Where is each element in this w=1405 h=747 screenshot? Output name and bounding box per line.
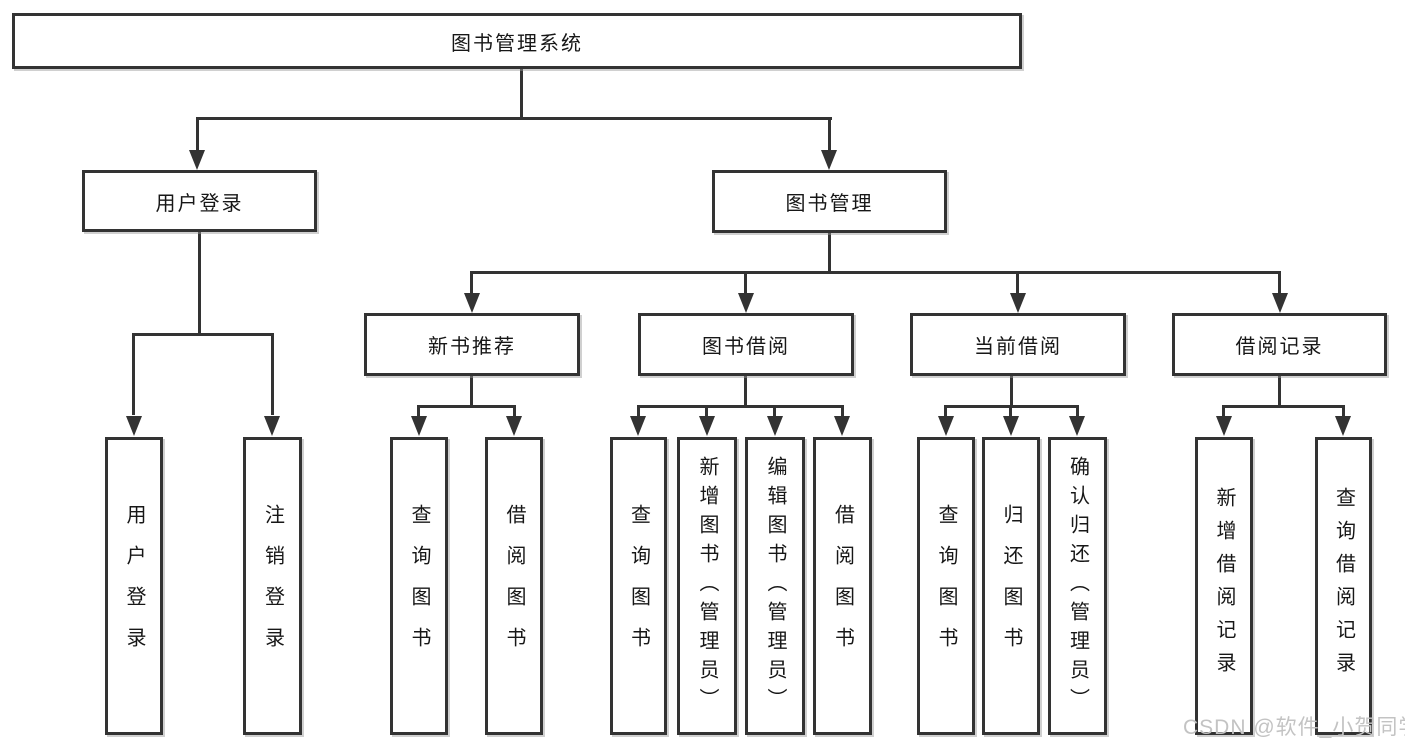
leaf-newbook-query: 查询图书 xyxy=(390,437,448,735)
connector-user-login-stem xyxy=(198,232,201,336)
leaf-borrow-add-admin-label: 新增图书（管理员） xyxy=(696,455,718,717)
node-borrow-records: 借阅记录 xyxy=(1172,313,1387,376)
connector-to-borrow-records xyxy=(1278,271,1281,293)
connector-user-login-branch xyxy=(132,333,274,336)
node-user-login-label: 用户登录 xyxy=(155,192,244,215)
connector-to-bb-query xyxy=(637,405,640,417)
arrow-to-book-borrow xyxy=(738,293,754,313)
arrow-to-cb-return xyxy=(1003,416,1019,436)
arrow-to-cb-query xyxy=(938,416,954,436)
node-book-borrow-label: 图书借阅 xyxy=(702,336,790,358)
leaf-borrow-borrow: 借阅图书 xyxy=(813,437,872,735)
connector-to-leaf-user-login xyxy=(132,333,135,415)
leaf-logout-label: 注销登录 xyxy=(261,504,284,668)
leaf-record-add: 新增借阅记录 xyxy=(1195,437,1253,735)
connector-book-borrow-stem xyxy=(744,376,747,407)
leaf-newbook-query-label: 查询图书 xyxy=(408,504,430,668)
leaf-current-return-label: 归还图书 xyxy=(1000,504,1022,668)
leaf-borrow-edit-admin: 编辑图书（管理员） xyxy=(745,437,805,735)
connector-to-cb-confirm xyxy=(1076,405,1079,417)
connector-records-branch xyxy=(1222,405,1345,408)
leaf-borrow-borrow-label: 借阅图书 xyxy=(831,504,854,668)
connector-to-cb-query xyxy=(944,405,947,417)
connector-root-branch xyxy=(196,117,832,120)
node-current-borrow: 当前借阅 xyxy=(910,313,1126,376)
leaf-record-query-label: 查询借阅记录 xyxy=(1332,487,1355,685)
leaf-logout: 注销登录 xyxy=(243,437,302,735)
node-new-book-rec-label: 新书推荐 xyxy=(428,336,516,358)
arrow-to-current-borrow xyxy=(1010,293,1026,313)
node-book-borrow: 图书借阅 xyxy=(638,313,854,376)
csdn-watermark: CSDN @软件_小贺同学 xyxy=(1183,716,1405,739)
arrow-to-bb-edit xyxy=(767,416,783,436)
connector-root-stem xyxy=(520,68,523,118)
arrow-to-nb-query xyxy=(411,416,427,436)
node-current-borrow-label: 当前借阅 xyxy=(974,336,1062,358)
connector-to-book-borrow xyxy=(744,271,747,293)
leaf-current-query-label: 查询图书 xyxy=(935,504,957,668)
connector-to-nb-borrow xyxy=(513,405,516,417)
arrow-to-borrow-records xyxy=(1272,293,1288,313)
node-root-label: 图书管理系统 xyxy=(451,32,583,55)
arrow-to-user-login xyxy=(189,150,205,170)
node-root: 图书管理系统 xyxy=(12,13,1022,69)
connector-to-rec-add xyxy=(1222,405,1225,417)
arrow-to-rec-query xyxy=(1335,416,1351,436)
leaf-borrow-query: 查询图书 xyxy=(610,437,667,735)
connector-to-leaf-logout xyxy=(271,333,274,415)
connector-root-to-user-login xyxy=(196,117,199,151)
node-user-login: 用户登录 xyxy=(82,170,317,232)
leaf-record-query: 查询借阅记录 xyxy=(1315,437,1372,735)
connector-book-borrow-branch xyxy=(637,405,844,408)
leaf-current-confirm-admin: 确认归还（管理员） xyxy=(1048,437,1107,735)
arrow-to-leaf-logout xyxy=(264,416,280,436)
leaf-borrow-query-label: 查询图书 xyxy=(627,504,650,668)
connector-new-book-stem xyxy=(470,376,473,407)
connector-to-new-book-rec xyxy=(470,271,473,293)
arrow-to-bb-borrow xyxy=(834,416,850,436)
leaf-newbook-borrow-label: 借阅图书 xyxy=(503,504,525,668)
arrow-to-nb-borrow xyxy=(506,416,522,436)
leaf-current-confirm-admin-label: 确认归还（管理员） xyxy=(1066,455,1089,717)
connector-to-bb-add xyxy=(705,405,708,417)
node-book-mgmt-label: 图书管理 xyxy=(785,193,874,215)
connector-to-rec-query xyxy=(1342,405,1345,417)
node-book-mgmt: 图书管理 xyxy=(712,170,947,233)
arrow-to-cb-confirm xyxy=(1069,416,1085,436)
connector-new-book-branch xyxy=(417,405,516,408)
connector-to-current-borrow xyxy=(1016,271,1019,293)
leaf-borrow-edit-admin-label: 编辑图书（管理员） xyxy=(764,455,786,717)
arrow-to-bb-add xyxy=(699,416,715,436)
connector-to-nb-query xyxy=(417,405,420,417)
arrow-to-bb-query xyxy=(630,416,646,436)
node-borrow-records-label: 借阅记录 xyxy=(1235,336,1324,358)
arrow-to-new-book-rec xyxy=(464,293,480,313)
leaf-record-add-label: 新增借阅记录 xyxy=(1213,487,1235,685)
connector-records-stem xyxy=(1278,376,1281,407)
connector-to-bb-borrow xyxy=(841,405,844,417)
connector-book-mgmt-branch xyxy=(470,271,1281,274)
leaf-user-login: 用户登录 xyxy=(105,437,163,735)
leaf-user-login-label: 用户登录 xyxy=(123,504,145,668)
arrow-to-leaf-user-login xyxy=(126,416,142,436)
arrow-to-rec-add xyxy=(1216,416,1232,436)
node-new-book-rec: 新书推荐 xyxy=(364,313,580,376)
connector-book-mgmt-stem xyxy=(828,233,831,274)
connector-to-cb-return xyxy=(1009,405,1012,417)
connector-to-bb-edit xyxy=(773,405,776,417)
connector-current-stem xyxy=(1010,376,1013,407)
leaf-current-query: 查询图书 xyxy=(917,437,975,735)
leaf-current-return: 归还图书 xyxy=(982,437,1040,735)
leaf-borrow-add-admin: 新增图书（管理员） xyxy=(677,437,737,735)
connector-root-to-book-mgmt xyxy=(828,117,831,151)
arrow-to-book-mgmt xyxy=(821,150,837,170)
leaf-newbook-borrow: 借阅图书 xyxy=(485,437,543,735)
